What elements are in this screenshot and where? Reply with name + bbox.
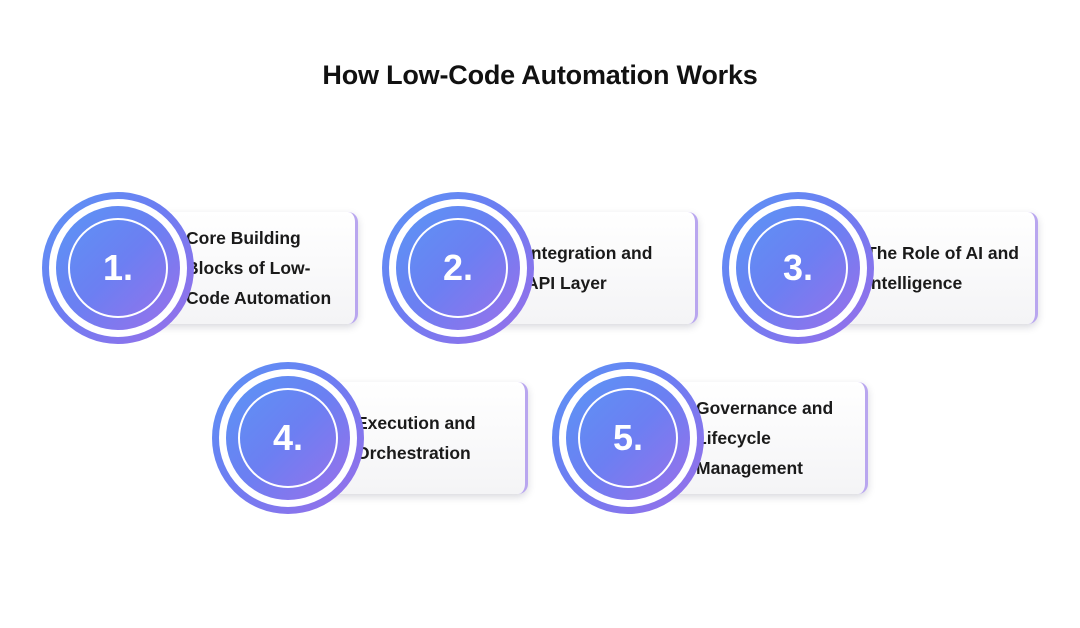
step-2: Integration and API Layer 2. bbox=[382, 192, 708, 352]
step-number: 1. bbox=[102, 247, 134, 288]
step-5: Governance and Lifecycle Management 5. bbox=[552, 362, 878, 522]
step-1: Core Building Blocks of Low- Code Automa… bbox=[42, 192, 368, 352]
page-title: How Low-Code Automation Works bbox=[322, 60, 758, 90]
step-badge: 1. bbox=[42, 192, 194, 344]
step-label: Governance and Lifecycle Management bbox=[696, 398, 834, 478]
step-label: Integration and API Layer bbox=[526, 243, 653, 293]
step-number: 5. bbox=[612, 417, 644, 458]
step-label: The Role of AI and Intelligence bbox=[866, 243, 1019, 293]
step-number: 4. bbox=[272, 417, 304, 458]
step-3: The Role of AI and Intelligence 3. bbox=[722, 192, 1048, 352]
step-label: Execution and Orchestration bbox=[356, 413, 476, 463]
step-badge: 3. bbox=[722, 192, 874, 344]
step-label: Core Building Blocks of Low- Code Automa… bbox=[186, 228, 332, 308]
step-number: 3. bbox=[782, 247, 814, 288]
step-4: Execution and Orchestration 4. bbox=[212, 362, 538, 522]
step-number: 2. bbox=[442, 247, 474, 288]
step-badge: 2. bbox=[382, 192, 534, 344]
step-badge: 5. bbox=[552, 362, 704, 514]
step-badge: 4. bbox=[212, 362, 364, 514]
